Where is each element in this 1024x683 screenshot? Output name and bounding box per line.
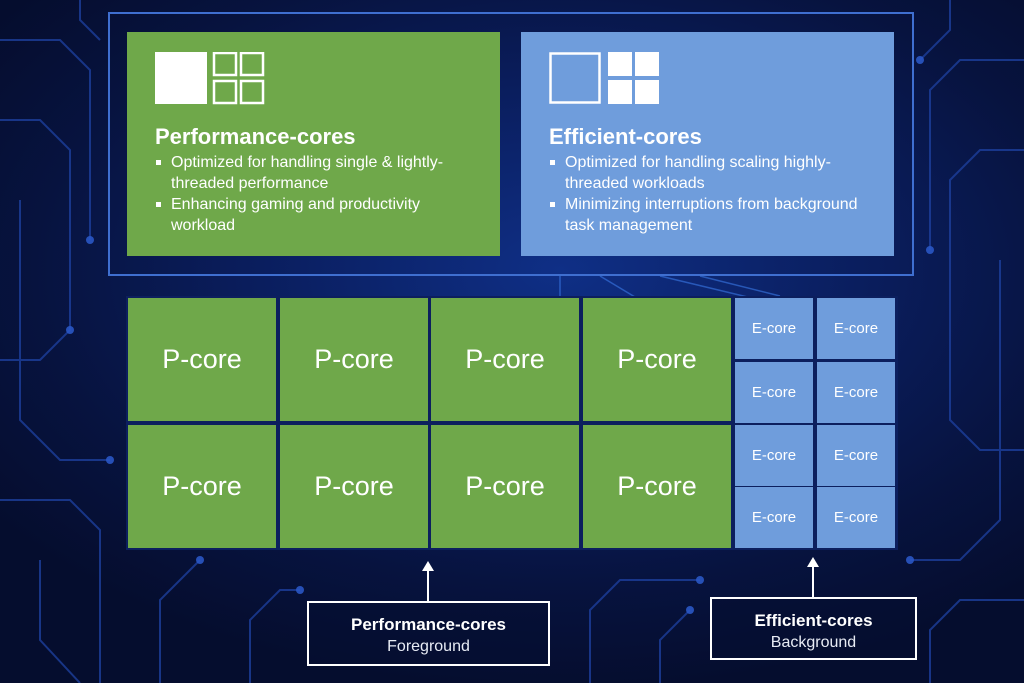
- performance-cores-bullets: Optimized for handling single & lightly-…: [155, 152, 485, 236]
- performance-cores-title: Performance-cores: [155, 124, 356, 149]
- performance-cores-panel: Performance-cores Optimized for handling…: [127, 32, 500, 256]
- p-core-block: P-core: [128, 298, 276, 421]
- performance-core-icon: [155, 52, 265, 105]
- e-core-block: E-core: [735, 425, 813, 486]
- efficient-label-subtitle: Background: [770, 634, 857, 651]
- performance-arrow-shaft: [427, 570, 429, 602]
- e-core-block: E-core: [817, 425, 895, 486]
- performance-label-title: Performance-cores: [351, 615, 506, 634]
- efficient-cores-panel: Efficient-cores Optimized for handling s…: [521, 32, 894, 256]
- e-core-block: E-core: [735, 298, 813, 359]
- efficient-cores-bullets: Optimized for handling scaling highly-th…: [549, 152, 879, 236]
- efficient-cores-title: Efficient-cores: [549, 124, 702, 149]
- e-core-block: E-core: [735, 362, 813, 423]
- efficient-arrow-shaft: [812, 566, 814, 598]
- efficient-bullet: Optimized for handling scaling highly-th…: [549, 152, 879, 194]
- efficient-label-title: Efficient-cores: [754, 611, 873, 630]
- performance-bullet: Optimized for handling single & lightly-…: [155, 152, 485, 194]
- p-core-block: P-core: [431, 425, 579, 548]
- performance-arrow-head-icon: [422, 561, 434, 571]
- performance-label-subtitle: Foreground: [387, 638, 470, 655]
- e-core-block: E-core: [817, 487, 895, 548]
- p-core-block: P-core: [128, 425, 276, 548]
- core-grid: P-core P-core P-core P-core P-core P-cor…: [126, 296, 898, 550]
- p-core-block: P-core: [280, 425, 428, 548]
- efficient-arrow-head-icon: [807, 557, 819, 567]
- p-core-block: P-core: [431, 298, 579, 421]
- e-core-block: E-core: [735, 487, 813, 548]
- efficient-core-icon: [549, 52, 659, 104]
- e-core-block: E-core: [817, 362, 895, 423]
- performance-cores-label: Performance-cores Foreground: [307, 601, 550, 666]
- p-core-block: P-core: [583, 298, 731, 421]
- core-types-frame: [108, 12, 914, 276]
- efficient-bullet: Minimizing interruptions from background…: [549, 194, 879, 236]
- performance-bullet: Enhancing gaming and productivity worklo…: [155, 194, 485, 236]
- e-core-block: E-core: [817, 298, 895, 359]
- p-core-block: P-core: [583, 425, 731, 548]
- p-core-block: P-core: [280, 298, 428, 421]
- efficient-cores-label: Efficient-cores Background: [710, 597, 917, 660]
